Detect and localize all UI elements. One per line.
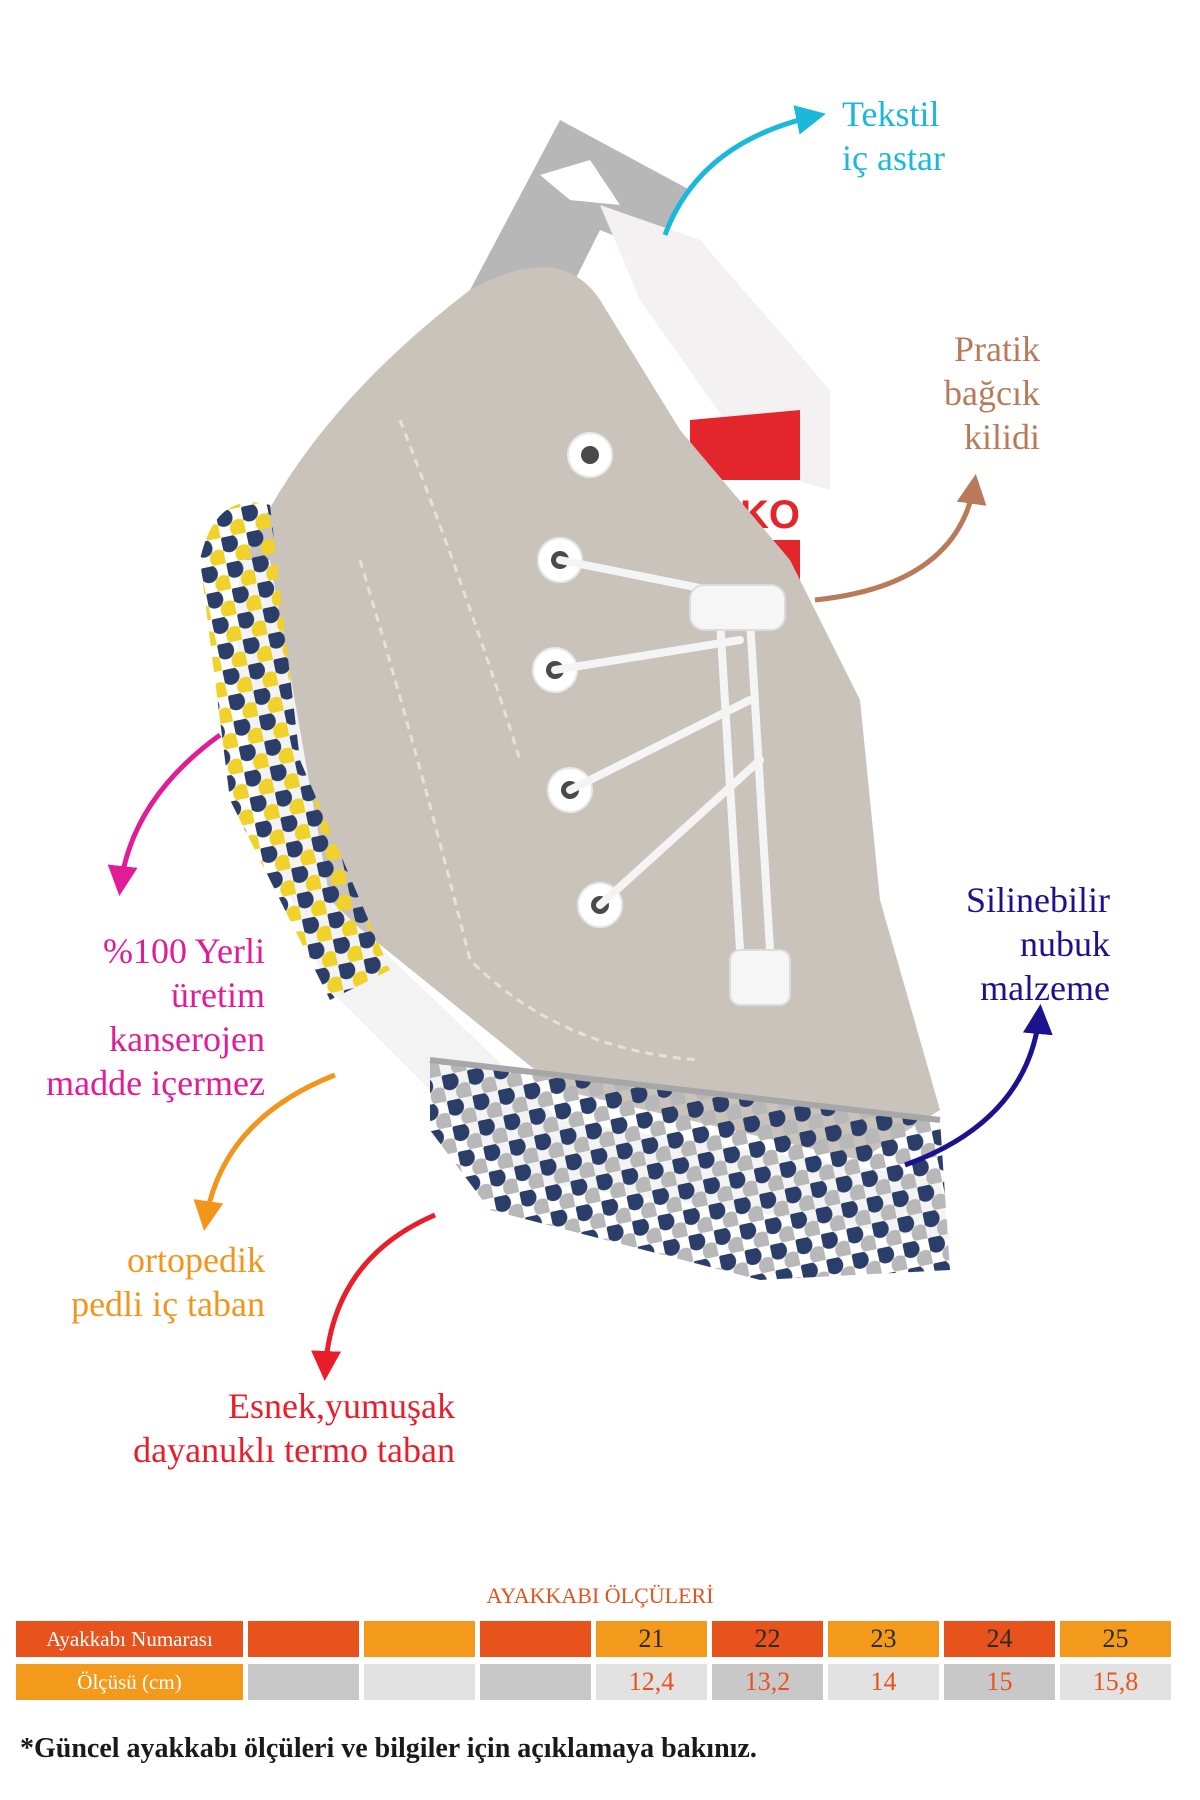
- measure-cell: [480, 1664, 591, 1700]
- size-row-label: Ayakkabı Numarası: [16, 1621, 243, 1657]
- measure-cell: [364, 1664, 475, 1700]
- measure-cell: 15,8: [1060, 1664, 1171, 1700]
- callout-textile-lining: Tekstil iç astar: [842, 94, 945, 178]
- callout-local-production: %100 Yerli üretim kanserojen madde içerm…: [46, 931, 265, 1103]
- arrow-orthopedic: [193, 1072, 336, 1231]
- lace-lock: [689, 584, 786, 631]
- arrow-sole: [311, 1212, 436, 1381]
- measure-cell: 15: [944, 1664, 1055, 1700]
- size-chart-title: AYAKKABI ÖLÇÜLERİ: [486, 1583, 714, 1608]
- measure-cell: 13,2: [712, 1664, 823, 1700]
- size-cell: 23: [828, 1621, 939, 1657]
- size-cell: [364, 1621, 475, 1657]
- footnote: *Güncel ayakkabı ölçüleri ve bilgiler iç…: [20, 1733, 757, 1764]
- size-cell: [480, 1621, 591, 1657]
- outsole-toe: [430, 1060, 950, 1280]
- measure-cell: [248, 1664, 359, 1700]
- measure-row: Ölçüsü (cm) 12,4 13,2 14 15 15,8: [16, 1664, 1200, 1700]
- arrow-lace-lock: [814, 474, 987, 603]
- shoe-drawing: KIKO: [200, 120, 950, 1280]
- arrow-textile-lining: [662, 105, 826, 236]
- callout-orthopedic: ortopedik pedli iç taban: [71, 1240, 265, 1324]
- midsole: [236, 560, 950, 1240]
- measure-cell: 12,4: [596, 1664, 707, 1700]
- outsole-heel: [200, 502, 390, 1000]
- size-chart-table: Ayakkabı Numarası 21 22 23 24 25 Ölçüsü …: [16, 1621, 1200, 1707]
- size-cell: 21: [596, 1621, 707, 1657]
- arrow-nubuck: [904, 1004, 1053, 1168]
- measure-cell: 14: [828, 1664, 939, 1700]
- shoe-upper: [240, 267, 940, 1161]
- size-cell: 22: [712, 1621, 823, 1657]
- pull-tab: [470, 120, 690, 310]
- size-cell: 25: [1060, 1621, 1171, 1657]
- size-cell: [248, 1621, 359, 1657]
- callout-sole: Esnek,yumuşak dayanuklı termo taban: [133, 1386, 455, 1470]
- lace-end-cap: [729, 949, 791, 1006]
- measure-row-label: Ölçüsü (cm): [16, 1664, 243, 1700]
- arrow-local-production: [107, 732, 222, 896]
- elastic-laces: [551, 556, 774, 954]
- callout-nubuck: Silinebilir nubuk malzeme: [966, 880, 1110, 1008]
- size-cell: 24: [944, 1621, 1055, 1657]
- callout-lace-lock: Pratik bağcık kilidi: [944, 329, 1040, 457]
- size-row: Ayakkabı Numarası 21 22 23 24 25: [16, 1621, 1200, 1657]
